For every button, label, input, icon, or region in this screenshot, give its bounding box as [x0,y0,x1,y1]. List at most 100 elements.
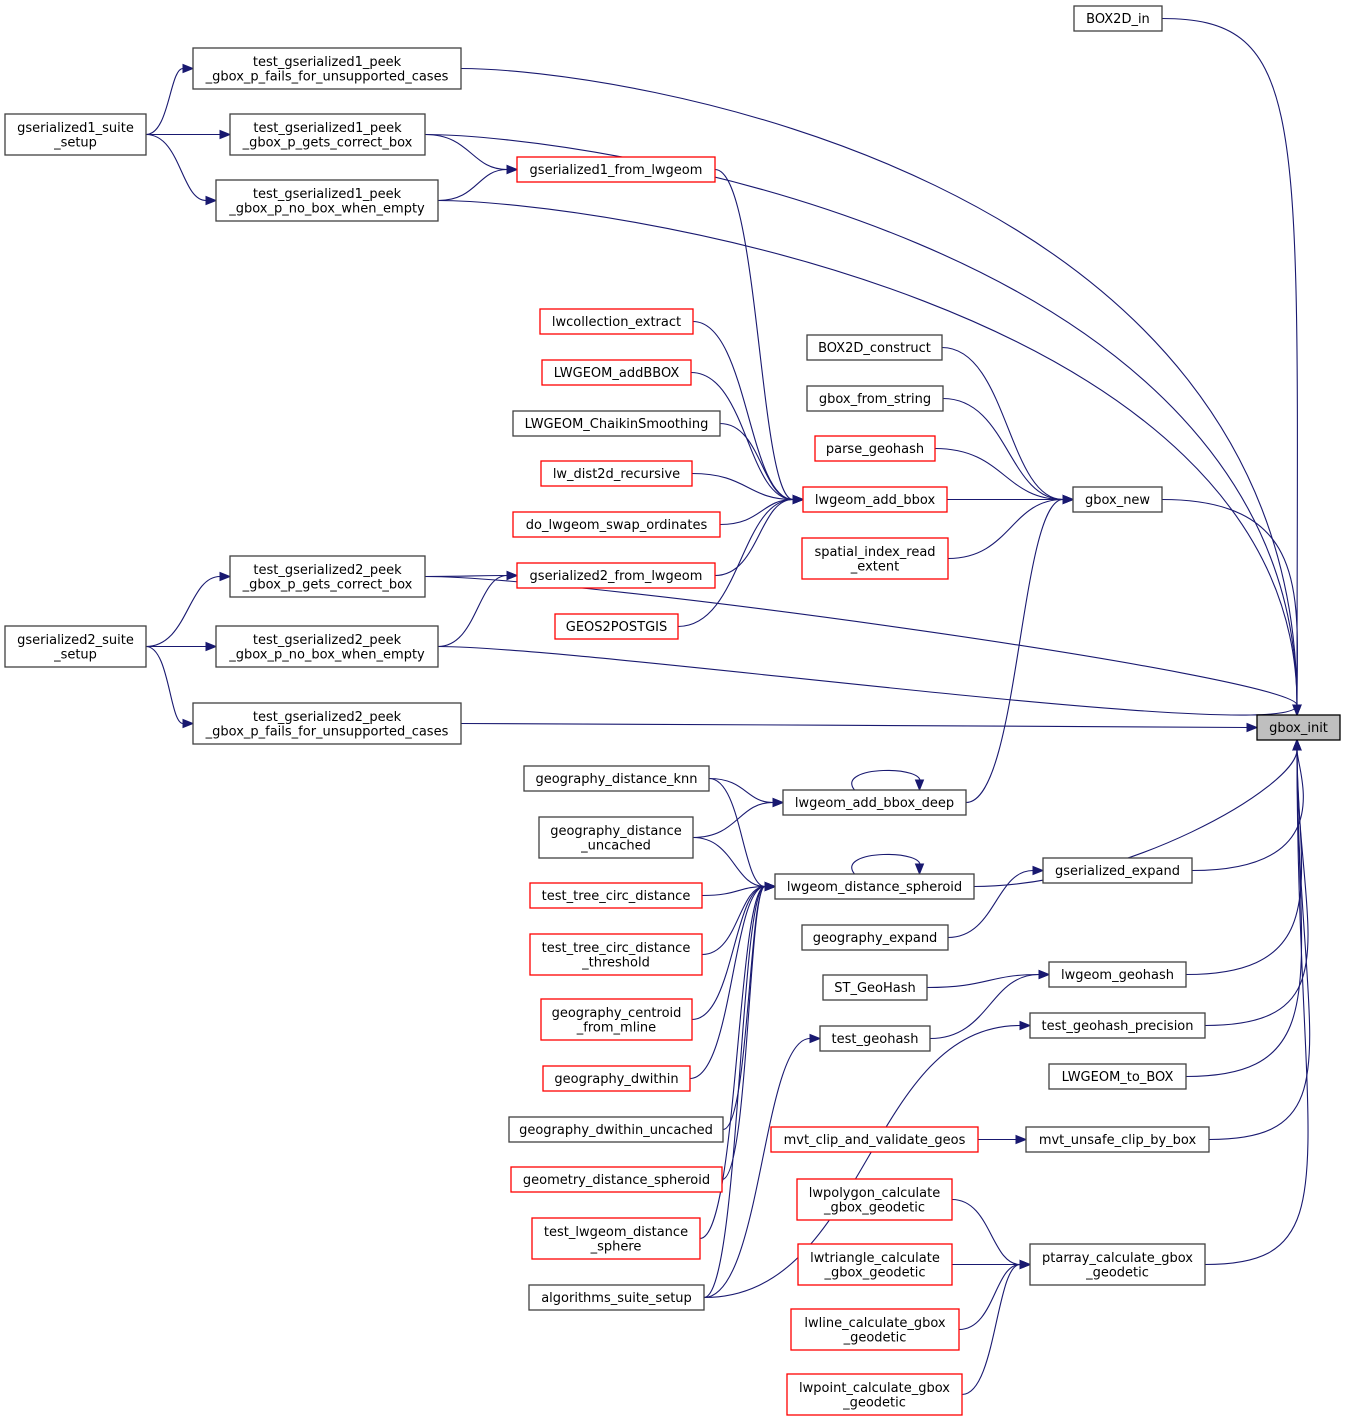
node-lwpoly-gbox[interactable]: lwpolygon_calculate_gbox_geodetic [796,1178,953,1221]
node-box [516,156,716,183]
edge-line [689,885,766,1080]
edge-mvt-unsafe-to-gbox-init [1208,738,1311,1141]
node-label: gserialized1_suite [17,121,134,136]
node-label: ptarray_calculate_gbox [1042,1251,1193,1266]
edge-line [460,67,1298,706]
node-lw-bbox-deep[interactable]: lwgeom_add_bbox_deep [782,789,967,816]
node-gbox-init[interactable]: gbox_init [1256,714,1341,741]
node-lw-addbbox[interactable]: LWGEOM_addBBOX [541,359,692,386]
node-mvt-unsafe[interactable]: mvt_unsafe_clip_by_box [1025,1126,1210,1153]
edge-mvt-clip-geos-to-mvt-unsafe [978,1134,1028,1145]
node-geog-knn[interactable]: geography_distance_knn [523,765,710,792]
node-lwcoll-extract[interactable]: lwcollection_extract [539,308,694,335]
node-lwpoint-gbox[interactable]: lwpoint_calculate_gbox_geodetic [786,1373,963,1416]
edge-line [719,422,794,501]
arrowhead-icon [205,195,218,206]
edge-test-geohash-to-lw-geohash [929,969,1051,1040]
node-gbox-from-string[interactable]: gbox_from_string [806,385,944,412]
node-t-lw-dist-sphere[interactable]: test_lwgeom_distance_sphere [531,1217,701,1260]
node-geog-dwithin-unc[interactable]: geography_dwithin_uncached [508,1116,724,1143]
node-box2d-construct[interactable]: BOX2D_construct [806,334,943,361]
node-sp-idx[interactable]: spatial_index_read_extent [801,537,949,580]
arrowhead-icon [182,63,195,74]
edge-box2d-construct-to-gbox-new [941,346,1075,505]
node-box [529,882,703,909]
edge-box2d-in-to-gbox-init [1161,17,1302,717]
node-do-swap[interactable]: do_lwgeom_swap_ordinates [512,511,721,538]
node-label: lwgeom_distance_spheroid [787,880,962,895]
node-box [1256,714,1341,741]
node-label: _from_mline [576,1020,656,1035]
node-box [538,816,694,859]
node-label: lwpoint_calculate_gbox [799,1381,950,1396]
node-label: test_gserialized1_peek [253,187,402,202]
node-label: LWGEOM_addBBOX [554,366,680,381]
node-t2-gets[interactable]: test_gserialized2_peek_gbox_p_gets_corre… [229,555,426,598]
edge-geog-uncached-to-lw-bbox-deep [692,797,785,839]
node-geog-dwithin[interactable]: geography_dwithin [542,1065,691,1092]
edge-line [701,885,766,897]
node-gs1-from[interactable]: gserialized1_from_lwgeom [516,156,716,183]
edge-line [708,777,766,888]
node-lw-dist2d[interactable]: lw_dist2d_recursive [540,460,693,487]
node-geog-expand[interactable]: geography_expand [801,924,949,951]
node-label: LWGEOM_ChaikinSmoothing [525,417,709,432]
node-t2-fails[interactable]: test_gserialized2_peek_gbox_p_fails_for_… [192,702,462,745]
node-lw-chaikin[interactable]: LWGEOM_ChaikinSmoothing [512,410,721,437]
node-geos2pg[interactable]: GEOS2POSTGIS [554,613,679,640]
edge-lw-add-bbox-to-gbox-new [947,494,1075,505]
edge-line [437,168,508,202]
arrowhead-icon [1246,722,1259,733]
node-geog-centroid[interactable]: geography_centroid_from_mline [540,998,693,1041]
node-box [802,486,948,513]
arrowhead-icon [772,797,785,808]
edge-line [703,1037,811,1299]
node-gs2-setup[interactable]: gserialized2_suite_setup [4,625,147,668]
node-alg-setup[interactable]: algorithms_suite_setup [528,1284,705,1311]
node-box2d-in[interactable]: BOX2D_in [1073,5,1163,32]
node-test-geohash[interactable]: test_geohash [819,1025,931,1052]
node-gs2-from[interactable]: gserialized2_from_lwgeom [516,562,716,589]
node-label: _gbox_p_fails_for_unsupported_cases [205,724,449,739]
arrowhead-icon [1038,969,1051,980]
node-ptarray-gbox[interactable]: ptarray_calculate_gbox_geodetic [1029,1243,1206,1286]
node-tree-circ[interactable]: test_tree_circ_distance [529,882,703,909]
node-t2-nobox[interactable]: test_gserialized2_peek_gbox_p_no_box_whe… [215,625,439,668]
node-label: _setup [53,647,97,662]
node-geog-uncached[interactable]: geography_distance_uncached [538,816,694,859]
node-box [819,1025,931,1052]
node-label: mvt_clip_and_validate_geos [784,1133,966,1148]
node-t-geohash-prec[interactable]: test_geohash_precision [1029,1012,1206,1039]
arrowhead-icon [914,863,925,876]
edge-line [721,885,766,1181]
edge-t2-nobox-to-gbox-init [437,645,1302,717]
node-lw-to-box[interactable]: LWGEOM_to_BOX [1048,1063,1187,1090]
node-t1-fails[interactable]: test_gserialized1_peek_gbox_p_fails_for_… [192,47,462,90]
node-label: gserialized2_suite [17,633,134,648]
node-t1-gets[interactable]: test_gserialized1_peek_gbox_p_gets_corre… [229,113,426,156]
node-lwline-gbox[interactable]: lwline_calculate_gbox_geodetic [790,1308,960,1351]
edge-line [851,769,921,791]
node-lw-add-bbox[interactable]: lwgeom_add_bbox [802,486,948,513]
node-label: _extent [850,559,899,574]
edge-line [437,645,1298,716]
edge-lwline-gbox-to-ptarray-gbox [958,1259,1032,1331]
node-gs-expand[interactable]: gserialized_expand [1042,857,1193,884]
node-parse-geohash[interactable]: parse_geohash [814,435,936,462]
node-lwtri-gbox[interactable]: lwtriangle_calculate_gbox_geodetic [797,1243,953,1286]
edge-alg-setup-to-lw-dist-sph [703,881,777,1299]
node-lw-dist-sph[interactable]: lwgeom_distance_spheroid [774,873,975,900]
node-geom-dist-sph[interactable]: geometry_distance_spheroid [510,1166,723,1193]
arrowhead-icon [792,494,805,505]
node-mvt-clip-geos[interactable]: mvt_clip_and_validate_geos [770,1126,979,1153]
node-gs1-setup[interactable]: gserialized1_suite_setup [4,113,147,156]
node-t1-nobox[interactable]: test_gserialized1_peek_gbox_p_no_box_whe… [215,179,439,222]
edge-sp-idx-to-gbox-new [947,494,1075,560]
node-gbox-new[interactable]: gbox_new [1072,486,1163,513]
edge-t2-gets-to-gbox-init [424,575,1302,717]
node-lw-geohash[interactable]: lwgeom_geohash [1048,961,1187,988]
edge-line [947,498,1064,560]
node-tree-circ-thr[interactable]: test_tree_circ_distance_threshold [529,933,703,976]
edge-lw-chaikin-to-lw-add-bbox [719,422,805,505]
node-st-geohash[interactable]: ST_GeoHash [822,974,928,1001]
